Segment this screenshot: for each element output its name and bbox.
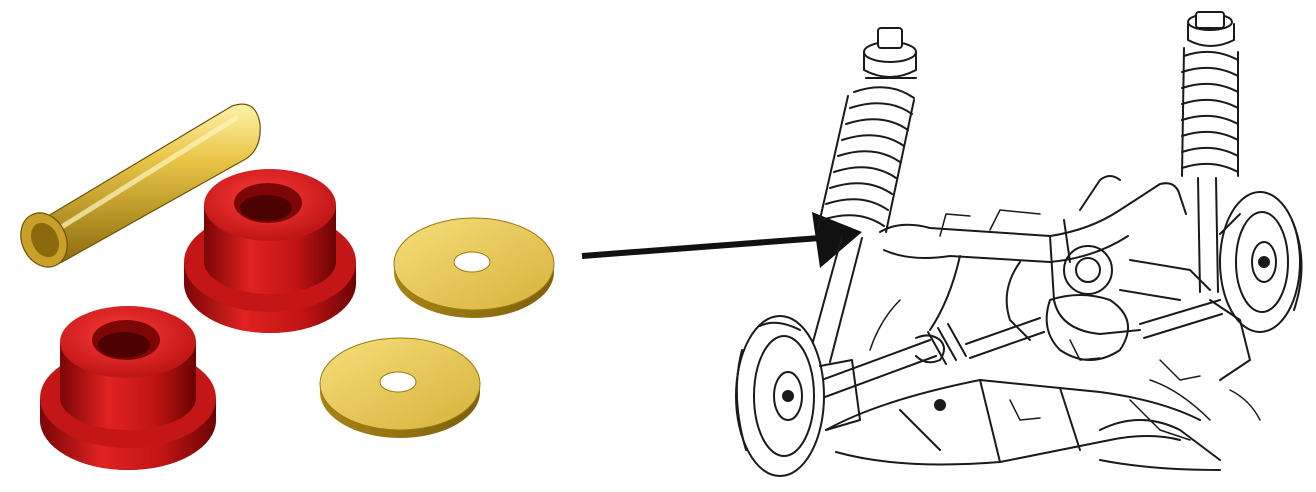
washer xyxy=(319,337,481,438)
right-wheel-hub xyxy=(1209,191,1303,381)
suspension-illustration xyxy=(735,11,1303,477)
drive-shaft xyxy=(799,299,1223,405)
pointer-arrow xyxy=(581,212,862,268)
subframe xyxy=(879,175,1211,361)
red-bushing xyxy=(40,306,216,470)
brass-sleeve xyxy=(20,103,261,268)
lower-control-arm xyxy=(825,379,1221,471)
washer xyxy=(393,217,555,318)
red-bushing xyxy=(184,169,356,333)
left-strut xyxy=(807,27,917,363)
left-wheel-hub xyxy=(735,315,861,477)
links xyxy=(869,209,1261,441)
right-strut xyxy=(1181,11,1239,293)
